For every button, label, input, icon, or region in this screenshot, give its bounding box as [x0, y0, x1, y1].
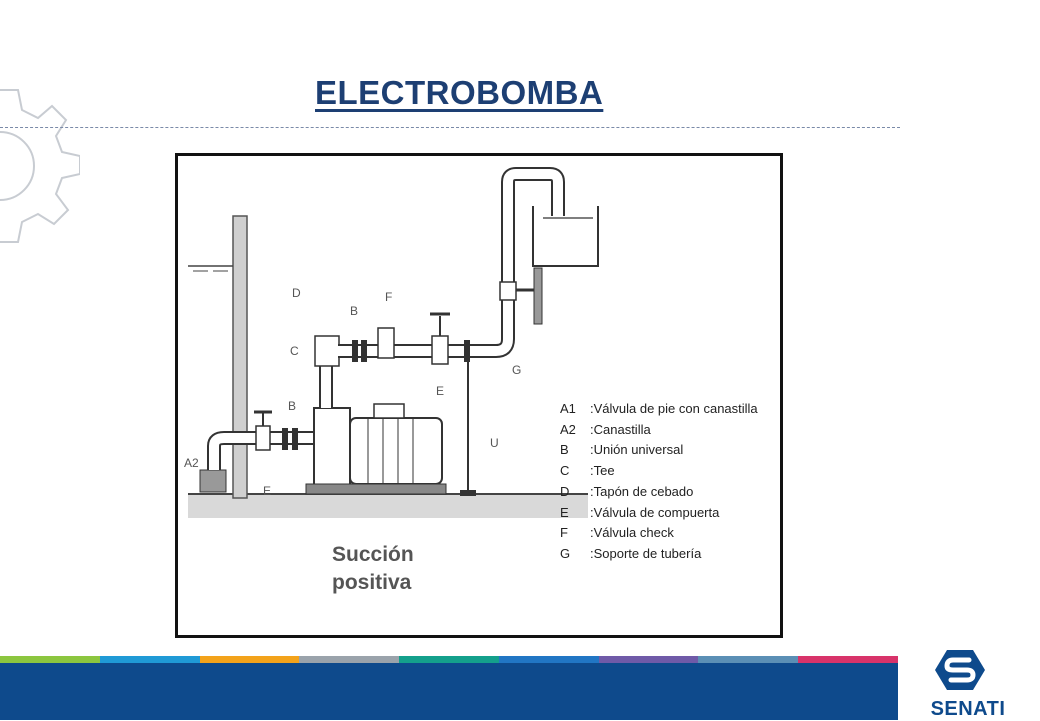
strainer	[199, 469, 227, 493]
legend-code: D	[560, 483, 570, 499]
legend-code: F	[560, 525, 568, 541]
footer-stripe	[0, 656, 100, 663]
legend-text: :Válvula de compuerta	[590, 504, 720, 520]
pump-diagram: A2 B E C D B F E G U Succión positiva A1…	[175, 153, 783, 638]
suction-gate-valve	[255, 425, 271, 451]
label-u: U	[490, 436, 499, 450]
tank-wall	[232, 215, 248, 499]
legend-code: C	[560, 463, 570, 479]
pump-volute	[313, 407, 351, 487]
footer-stripe	[498, 656, 599, 663]
senati-logo-icon	[935, 650, 985, 690]
label-b-discharge: B	[350, 304, 359, 318]
label-b-suction: B	[288, 399, 297, 413]
elevated-tank	[532, 206, 599, 267]
ground-slab	[188, 494, 588, 518]
legend-code: A1	[560, 401, 576, 416]
footer-stripe	[199, 656, 300, 663]
legend-code: G	[560, 545, 571, 561]
footer-stripe	[99, 656, 200, 663]
legend-text: :Soporte de tubería	[590, 545, 702, 561]
label-e-discharge: E	[436, 384, 445, 398]
riser-union	[499, 281, 517, 301]
terminal-box	[373, 403, 405, 419]
caption-line-2: positiva	[332, 571, 412, 594]
footer-color-stripes	[0, 656, 899, 663]
caption-line-1: Succión	[332, 543, 414, 566]
legend-code: E	[560, 504, 569, 520]
legend-text: :Unión universal	[590, 442, 684, 458]
label-d: D	[292, 286, 301, 300]
gear-decoration-icon	[0, 89, 80, 243]
label-g: G	[512, 363, 522, 377]
footer-bar	[0, 663, 898, 720]
legend-item: G :Soporte de tubería	[560, 544, 758, 565]
label-a2: A2	[184, 456, 199, 470]
legend-item: F :Válvula check	[560, 523, 758, 544]
footer-stripe	[598, 656, 699, 663]
senati-logo-text: SENATI	[930, 698, 1006, 720]
parts-legend: A1 :Válvula de pie con canastilla A2 :Cana…	[560, 399, 758, 565]
discharge-gate-valve	[431, 335, 449, 365]
title-divider	[0, 127, 900, 128]
union-discharge	[352, 340, 358, 362]
legend-item: B :Unión universal	[560, 440, 758, 461]
motor	[349, 417, 443, 485]
slide-title: ELECTROBOMBA	[315, 74, 604, 111]
legend-item: E :Válvula de compuerta	[560, 503, 758, 524]
union-suction	[282, 428, 288, 450]
footer-stripe	[698, 656, 799, 663]
label-f: F	[385, 290, 393, 304]
legend-item: A1 :Válvula de pie con canastilla	[560, 399, 758, 420]
footer-stripe	[399, 656, 499, 663]
check-valve	[377, 327, 395, 359]
label-e-suction: E	[263, 484, 272, 498]
legend-text: :Tee	[590, 463, 615, 479]
tee-fitting	[314, 335, 340, 367]
senati-logo: SENATI	[918, 646, 1018, 720]
pump-installation-drawing	[188, 167, 599, 518]
legend-text: :Tapón de cebado	[590, 483, 694, 499]
legend-item: C :Tee	[560, 461, 758, 482]
legend-code: B	[560, 442, 569, 458]
pump-base	[305, 483, 447, 495]
label-c: C	[290, 344, 299, 358]
legend-item: D :Tapón de cebado	[560, 482, 758, 503]
legend-text: :Válvula de pie con canastilla	[590, 401, 758, 416]
legend-code: A2	[560, 421, 576, 437]
legend-text: :Válvula check	[590, 525, 674, 541]
diagram-caption: Succión positiva	[332, 541, 414, 597]
legend-item: A2 :Canastilla	[560, 420, 758, 441]
legend-text: :Canastilla	[590, 421, 651, 437]
footer-stripe	[798, 656, 899, 663]
footer-stripe	[299, 656, 400, 663]
